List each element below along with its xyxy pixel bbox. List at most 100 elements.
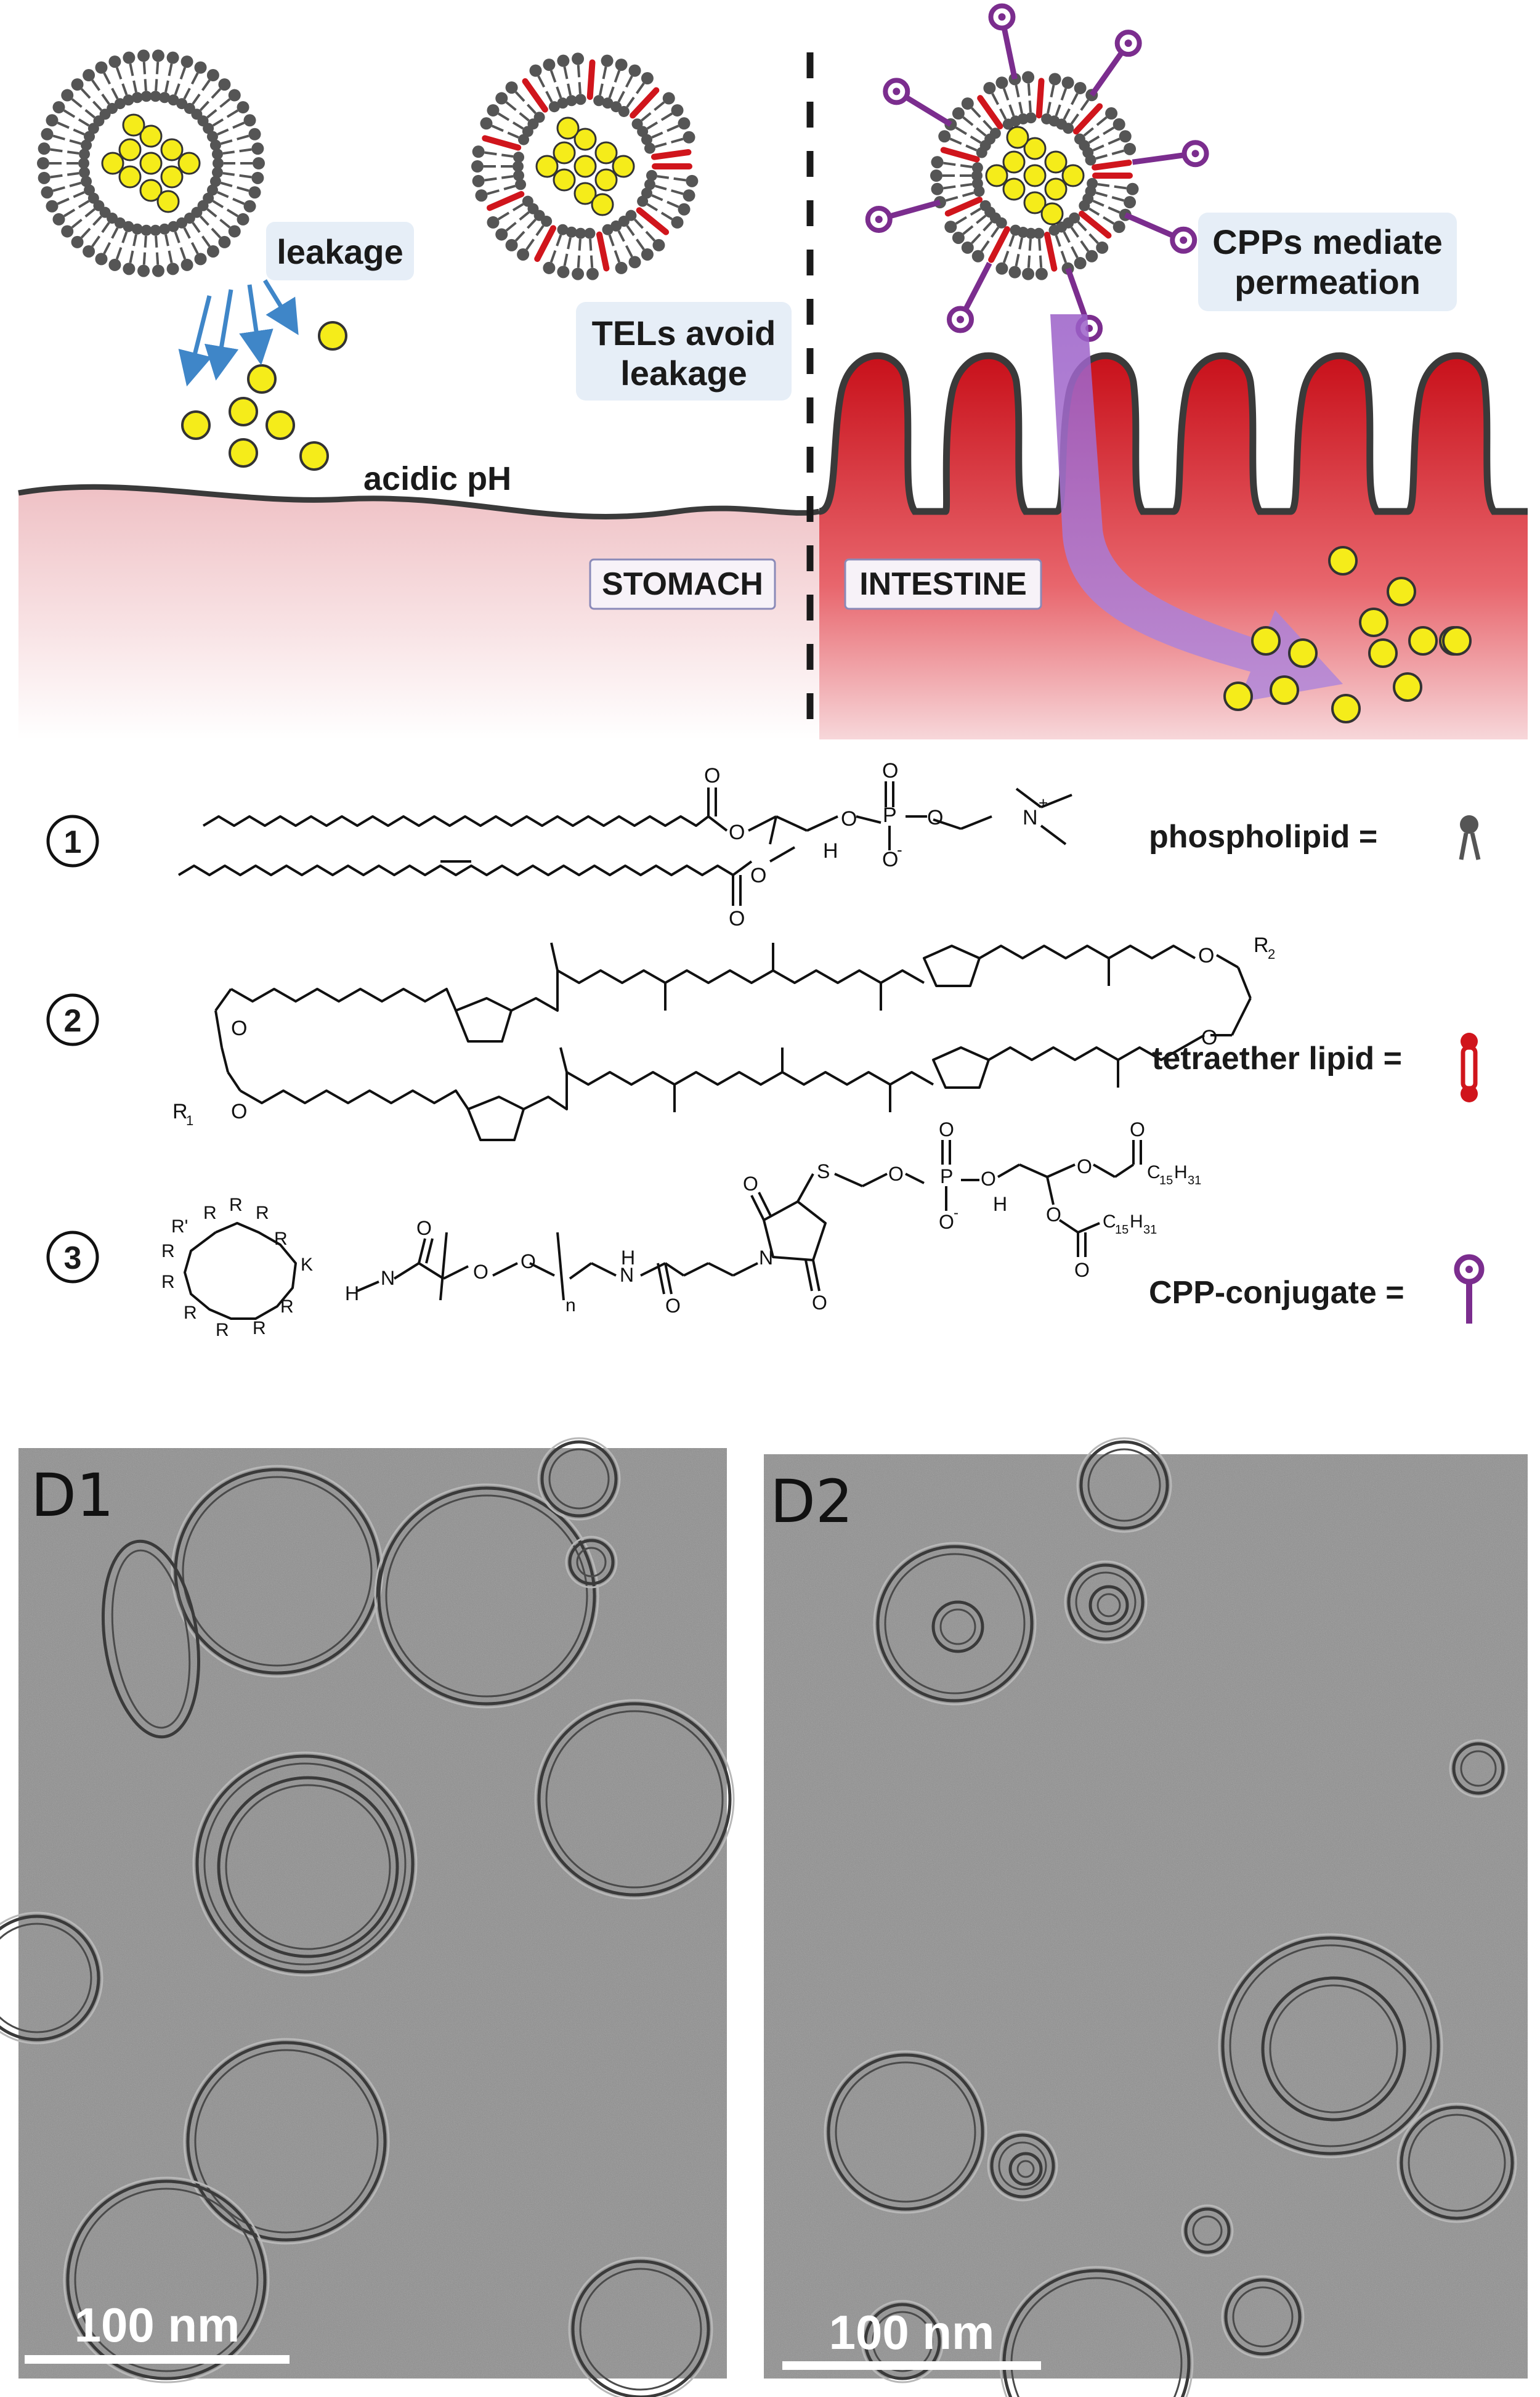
vesicle-halo: [1449, 1739, 1508, 1798]
svg-text:H: H: [1130, 1211, 1143, 1232]
vesicle-membrane: [111, 1549, 191, 1729]
lipid-head: [641, 72, 654, 85]
lipid-tail: [505, 221, 517, 232]
cpp-core: [1124, 39, 1132, 47]
lipid-tail: [1111, 196, 1124, 202]
lipid-tail: [1039, 255, 1043, 268]
lipid-head: [641, 134, 652, 145]
cargo-molecule: [139, 152, 163, 175]
lipid-head: [637, 195, 649, 207]
lipid-tail: [101, 222, 110, 234]
lipid-head: [646, 169, 657, 181]
lipid-head: [211, 166, 223, 178]
lipid-tail: [577, 255, 581, 268]
lipid-head: [140, 91, 152, 102]
vesicle-halo: [873, 1542, 1037, 1706]
lipid-head: [1035, 267, 1048, 280]
svg-text:-: -: [954, 1205, 958, 1221]
lipid-tail: [201, 79, 211, 91]
cargo-molecule: [139, 124, 163, 148]
lipid-head: [487, 104, 500, 117]
lipid-tail: [960, 164, 973, 168]
lipid-tail: [212, 118, 224, 127]
leakage-label-box: [266, 222, 414, 280]
svg-text:O: O: [521, 1250, 536, 1272]
lipid-head: [194, 61, 207, 74]
cargo-molecule: [1328, 546, 1358, 576]
lipid-head: [150, 91, 161, 102]
svg-text:31: 31: [1143, 1223, 1157, 1237]
vesicle-halo: [1218, 1933, 1443, 2159]
svg-text:R: R: [253, 1318, 266, 1338]
lipid-tail: [221, 181, 233, 187]
lipid-tail: [991, 92, 999, 105]
lipid-head: [1061, 76, 1074, 89]
lipid-tail: [50, 148, 63, 153]
vesicle-membrane: [998, 2141, 1047, 2191]
cargo-molecule: [160, 165, 184, 189]
lipid-tail: [525, 238, 535, 250]
lipid-head: [1022, 267, 1035, 280]
lipid-tail: [1083, 127, 1094, 137]
structure-3-number: 3: [64, 1240, 82, 1276]
lipid-head: [1010, 224, 1021, 236]
lipid-tail: [69, 181, 81, 187]
vesicle-membrane: [537, 1702, 732, 1897]
lipid-head: [971, 177, 983, 189]
lipid-tail: [179, 67, 187, 80]
lipid-head: [61, 225, 74, 238]
tetraether-lipid: [534, 225, 557, 262]
vesicle-membrane: [203, 1762, 407, 1966]
lipid-head: [1119, 130, 1132, 143]
vesicle-halo: [534, 1699, 735, 1900]
lipid-tail: [549, 250, 557, 263]
svg-text:O: O: [1074, 1259, 1090, 1281]
cargo-molecule: [612, 155, 635, 178]
svg-text:+: +: [1039, 794, 1048, 812]
d2-scale-label: 100 nm: [829, 2305, 995, 2359]
lipid-head: [557, 97, 569, 109]
lipid-tail: [183, 227, 191, 239]
lipid-tail: [92, 100, 102, 112]
tetraether-lipid: [636, 207, 670, 235]
lipid-tail: [1060, 87, 1068, 101]
lipid-head: [983, 81, 996, 94]
tetraether-lipid: [586, 59, 596, 100]
lipid-head: [38, 142, 51, 155]
lipid-tail: [965, 144, 978, 152]
vesicle-halo: [1076, 1437, 1172, 1533]
lipid-tail: [1018, 237, 1024, 250]
lipid-head: [513, 161, 524, 172]
lipid-head: [938, 130, 951, 143]
lipid-tail: [115, 67, 123, 80]
cpp-conjugate-labels: R R R R' R R R R R R K R N H O O O n N H…: [161, 1118, 1201, 1340]
vesicle-membrane: [1460, 1750, 1497, 1787]
vesicle-membrane: [884, 1553, 1026, 1695]
lipid-tail: [67, 150, 79, 155]
lipid-head: [218, 235, 231, 248]
cargo-molecule: [1023, 191, 1047, 214]
lipid-head: [123, 51, 136, 64]
structure-legends: 1 2 3 phospholipid = tetraether lipid = …: [64, 815, 1485, 1324]
lipid-tail: [1111, 149, 1124, 155]
lipid-tail: [84, 108, 95, 119]
tetraether-lipid: [486, 191, 525, 211]
svg-text:R: R: [280, 1296, 294, 1317]
svg-text:1: 1: [186, 1113, 193, 1128]
vesicle-halo: [1221, 2275, 1305, 2359]
lipid-tail: [1002, 250, 1010, 264]
svg-text:H: H: [345, 1282, 359, 1304]
lipid-tail: [101, 93, 110, 105]
lipid-tail: [626, 225, 635, 237]
vesicle-membrane: [0, 1915, 100, 2041]
vesicle-membrane: [568, 1539, 615, 1585]
tetraether-lipid-icon: [1461, 1033, 1478, 1102]
villus-outline: [818, 352, 1528, 515]
lipid-head: [505, 81, 518, 94]
lipid-head: [84, 131, 95, 142]
tetraether-lipid: [650, 149, 692, 160]
tetraether-lipid: [944, 197, 983, 217]
lipid-tail: [955, 126, 967, 136]
lipid-tail: [646, 203, 659, 211]
lipid-tail: [179, 246, 187, 260]
